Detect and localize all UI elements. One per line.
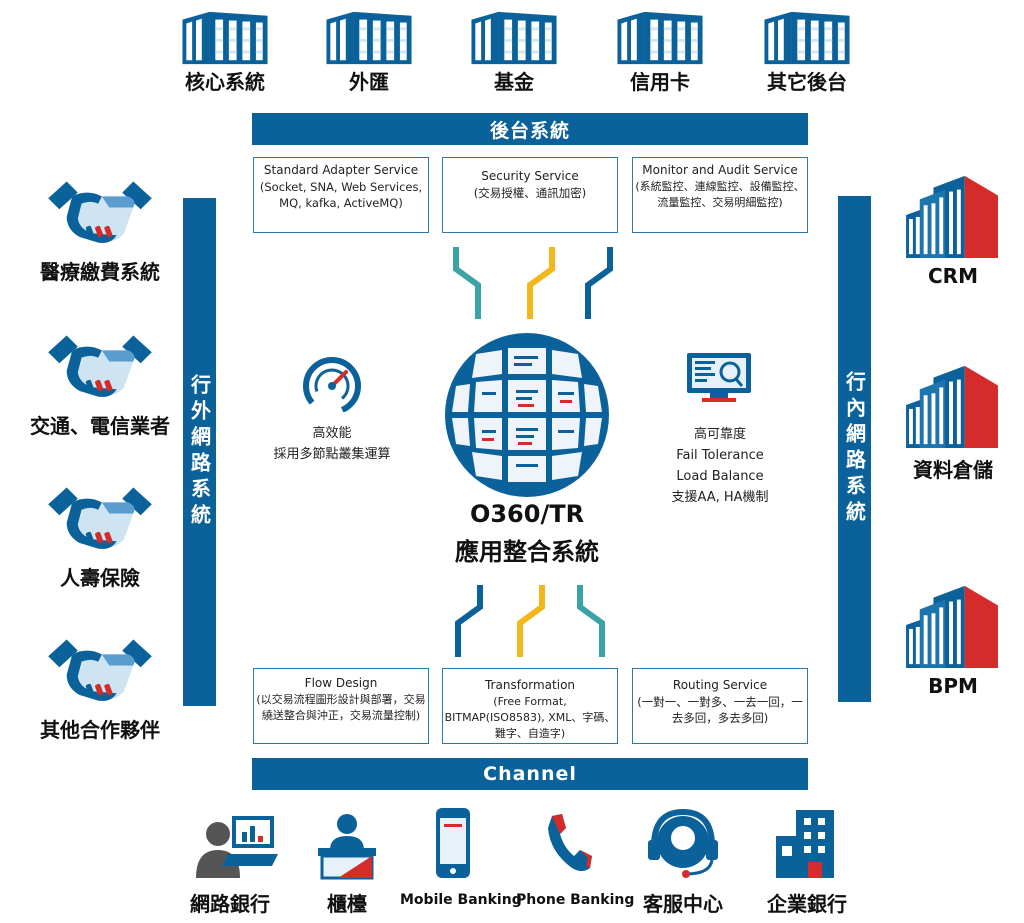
backend-bar: 後台系統 [252, 113, 808, 145]
service-desc: (系統監控、連線監控、設備監控、流量監控、交易明細監控) [635, 180, 805, 209]
monitor-icon [687, 353, 751, 402]
building-icon [610, 8, 710, 66]
channel-label: 網路銀行 [190, 892, 270, 916]
teller-counter-icon [318, 814, 376, 880]
service-title: Routing Service [672, 678, 768, 692]
inner-network-bar: 行內網路系統 [838, 196, 871, 702]
speedometer-icon [303, 357, 361, 412]
service-title: Standard Adapter Service [263, 163, 419, 177]
security-service-box: Security Service (交易授權、通訊加密) [442, 157, 618, 233]
partner-item: 交通、電信業者 [20, 330, 180, 439]
handshake-icon [44, 482, 156, 556]
outer-network-label: 行外網路系統 [187, 374, 212, 530]
top-systems: 核心系統 外匯 基金 信用卡 其它後台 [0, 0, 1024, 110]
channel-label: 企業銀行 [767, 892, 847, 916]
monitor-audit-service-box: Monitor and Audit Service (系統監控、連線監控、設備監… [632, 157, 808, 233]
reliability-text: 高可靠度 Fail Tolerance Load Balance 支援AA, H… [655, 424, 785, 508]
inner-network-label: 行內網路系統 [842, 371, 867, 527]
top-system-label: 其它後台 [767, 70, 847, 94]
service-desc: (交易授權、通訊加密) [473, 186, 587, 200]
top-system-item: 外匯 [314, 8, 424, 95]
building-icon [757, 8, 857, 66]
office-building-icon [776, 810, 834, 878]
top-system-label: 基金 [494, 70, 534, 94]
top-system-item: 核心系統 [170, 8, 280, 95]
top-system-label: 外匯 [349, 70, 389, 94]
partner-item: 醫療繳費系統 [20, 176, 180, 285]
partner-item: 其他合作夥伴 [20, 634, 180, 743]
reliability-line: 支援AA, HA機制 [671, 490, 769, 505]
internal-system-item: 資料倉儲 [898, 362, 1008, 483]
service-title: Flow Design [304, 676, 378, 690]
top-system-item: 信用卡 [605, 8, 715, 95]
partner-item: 人壽保險 [20, 482, 180, 591]
server-building-icon [903, 362, 1003, 450]
channel-label: Mobile Banking [400, 892, 522, 908]
reliability-line: Load Balance [676, 469, 764, 484]
outer-network-bar: 行外網路系統 [183, 198, 216, 706]
handshake-icon [44, 176, 156, 250]
building-icon [464, 8, 564, 66]
transformation-box: Transformation (Free Format, BITMAP(ISO8… [442, 668, 618, 744]
headset-icon [648, 808, 718, 878]
center-subtitle: 應用整合系統 [455, 538, 599, 566]
connector-teal-bottom [572, 580, 612, 662]
building-icon [175, 8, 275, 66]
server-building-icon [903, 582, 1003, 670]
performance-desc: 採用多節點叢集運算 [273, 447, 391, 462]
service-desc: (一對一、一對多、一去一回，一去多回，多去多回) [637, 695, 803, 725]
connector-teal-top [448, 242, 488, 324]
handshake-icon [44, 330, 156, 404]
handshake-icon [44, 634, 156, 708]
connector-blue-top [578, 242, 618, 324]
top-system-item: 其它後台 [752, 8, 862, 95]
service-title: Monitor and Audit Service [642, 163, 798, 177]
service-desc: (Free Format, BITMAP(ISO8583), XML、字碼、難字… [444, 695, 616, 740]
partner-label: 其他合作夥伴 [40, 718, 160, 742]
partner-label: 人壽保險 [60, 566, 140, 590]
computer-user-icon [196, 816, 278, 878]
globe-icon [445, 333, 609, 497]
internal-system-label: BPM [928, 674, 978, 698]
channel-label: Phone Banking [516, 892, 635, 908]
internal-system-label: CRM [928, 264, 978, 288]
smartphone-icon [436, 808, 470, 878]
connector-yellow-bottom [510, 580, 550, 662]
building-icon [319, 8, 419, 66]
reliability-line: Fail Tolerance [676, 448, 764, 463]
service-title: Security Service [481, 169, 579, 183]
service-desc: (Socket, SNA, Web Services, MQ, kafka, A… [259, 180, 423, 210]
channel-label: 櫃檯 [327, 892, 367, 916]
top-system-label: 信用卡 [630, 70, 690, 94]
server-building-icon [903, 172, 1003, 260]
flow-design-box: Flow Design (以交易流程圖形設計與部署，交易繞送整合與沖正，交易流量… [253, 668, 429, 744]
channel-label: 客服中心 [643, 892, 723, 916]
telephone-icon [548, 814, 592, 871]
connector-yellow-top [520, 242, 560, 324]
channel-bar: Channel [252, 758, 808, 790]
center-name: O360/TR [469, 500, 585, 528]
internal-system-item: CRM [898, 172, 1008, 288]
connector-blue-bottom [448, 580, 488, 662]
internal-system-item: BPM [898, 582, 1008, 698]
service-title: Transformation [484, 678, 576, 692]
partner-label: 醫療繳費系統 [40, 260, 160, 284]
top-system-label: 核心系統 [185, 70, 265, 94]
service-desc: (以交易流程圖形設計與部署，交易繞送整合與沖正，交易流量控制) [256, 693, 426, 722]
performance-title: 高效能 [312, 426, 352, 441]
internal-system-label: 資料倉儲 [913, 458, 993, 482]
top-system-item: 基金 [459, 8, 569, 95]
partner-label: 交通、電信業者 [30, 414, 170, 438]
standard-adapter-service-box: Standard Adapter Service (Socket, SNA, W… [253, 157, 429, 233]
routing-service-box: Routing Service (一對一、一對多、一去一回，一去多回，多去多回) [632, 668, 808, 744]
reliability-line: 高可靠度 [693, 427, 746, 442]
